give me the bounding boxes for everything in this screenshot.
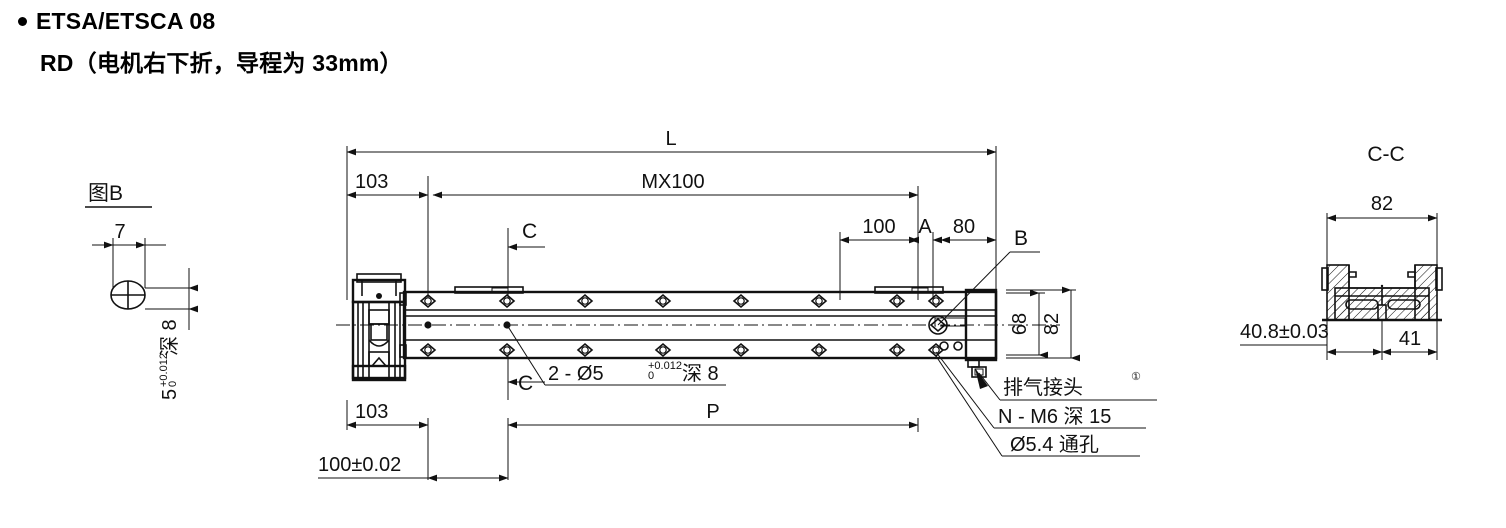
dim-cc-left-text: 40.8±0.03 (1240, 321, 1329, 343)
callout-dowel-tol-lower: 0 (648, 370, 654, 382)
dim-MX100: MX100 (432, 171, 919, 199)
dim-68: 68 (1009, 289, 1048, 359)
model-code: ETSA/ETSCA 08 (36, 8, 216, 34)
section-c-bottom-label: C (518, 372, 533, 395)
dim-cc-82-text: 82 (1371, 193, 1393, 215)
detail-b-tol-base: 5 (159, 389, 181, 400)
dim-82-main: 82 (1041, 286, 1080, 362)
section-mark-c-top: C (507, 220, 545, 251)
detail-b-label: 图B (88, 182, 123, 205)
section-c-top-label: C (522, 220, 537, 243)
mounting-holes (419, 293, 948, 358)
dim-P-text: P (706, 401, 719, 423)
callout-dowel-tol-upper: +0.012 (648, 360, 682, 372)
dim-100-tolerance: 100±0.02 (318, 454, 509, 482)
dim-68-text: 68 (1009, 313, 1031, 335)
dim-100-right: 100 (839, 216, 919, 244)
dim-A-text: A (918, 216, 932, 238)
dim-103-top-text: 103 (355, 171, 388, 193)
end-cap (964, 288, 998, 362)
bullet-icon (18, 17, 27, 26)
detail-b-width-dim: 7 (114, 221, 125, 243)
hole-b-marker (928, 315, 948, 335)
callout-tapped: N - M6 深 15 (935, 351, 1146, 429)
callout-exhaust-text: 排气接头 (1003, 376, 1083, 399)
dim-103-bottom: 103 (346, 401, 429, 429)
actuator-body (336, 273, 1060, 382)
detail-b-tol-lower: 0 (167, 381, 179, 387)
dim-overall-L: L (346, 128, 997, 156)
dim-80-text: 80 (953, 216, 975, 238)
title-line-2: RD（电机右下折，导程为 33mm） (40, 50, 403, 76)
dim-cc-right: 41 (1381, 328, 1438, 356)
dim-100-text: 100 (862, 216, 895, 238)
motor-block (351, 273, 407, 382)
title-line-1: ETSA/ETSCA 08 (18, 8, 403, 35)
dim-cc-left: 40.8±0.03 (1240, 321, 1383, 356)
callout-dowel: 2 - Ø5 +0.012 0 深 8 (506, 324, 726, 386)
profile-cc (1321, 264, 1443, 322)
callout-thru-text: Ø5.4 通孔 (1010, 433, 1099, 456)
detail-view-b: 图B 7 5 +0.012 0 深 8 (85, 182, 198, 400)
callout-b-label: B (1014, 227, 1028, 250)
detail-b-depth-text: 深 8 (158, 319, 181, 356)
carriage-plate-right (874, 286, 944, 294)
callout-dowel-base: 2 - Ø5 (548, 363, 604, 385)
callout-thru: Ø5.4 通孔 (935, 355, 1140, 457)
callout-b: B (937, 227, 1040, 326)
dim-82-main-text: 82 (1041, 313, 1063, 335)
detail-b-depth-label: 5 +0.012 0 深 8 (158, 319, 181, 400)
detail-b-tol-upper: +0.012 (158, 353, 170, 387)
dim-cc-right-text: 41 (1399, 328, 1421, 350)
callout-exhaust: 排气接头 ① (975, 368, 1157, 401)
dim-80: 80 (932, 216, 997, 244)
carriage-plate-left (454, 286, 524, 294)
dim-100-tol-text: 100±0.02 (318, 454, 401, 476)
dim-A: A (909, 216, 950, 244)
title-block: ETSA/ETSCA 08 RD（电机右下折，导程为 33mm） (18, 8, 403, 78)
section-cc-label: C-C (1367, 143, 1404, 166)
section-view-cc: C-C 82 (1240, 143, 1443, 360)
callout-exhaust-note: ① (1131, 371, 1141, 383)
callout-tapped-text: N - M6 深 15 (998, 405, 1111, 428)
dim-103-top: 103 (346, 171, 429, 199)
dim-cc-82: 82 (1326, 193, 1438, 222)
dim-MX100-text: MX100 (641, 171, 704, 193)
dim-L-text: L (665, 128, 676, 150)
dim-103-bottom-text: 103 (355, 401, 388, 423)
section-mark-c-bottom: C (507, 372, 545, 395)
callout-dowel-depth: 深 8 (682, 362, 719, 385)
main-view: L 103 MX100 100 A 80 C (318, 128, 1157, 482)
dim-P: P (507, 401, 919, 429)
